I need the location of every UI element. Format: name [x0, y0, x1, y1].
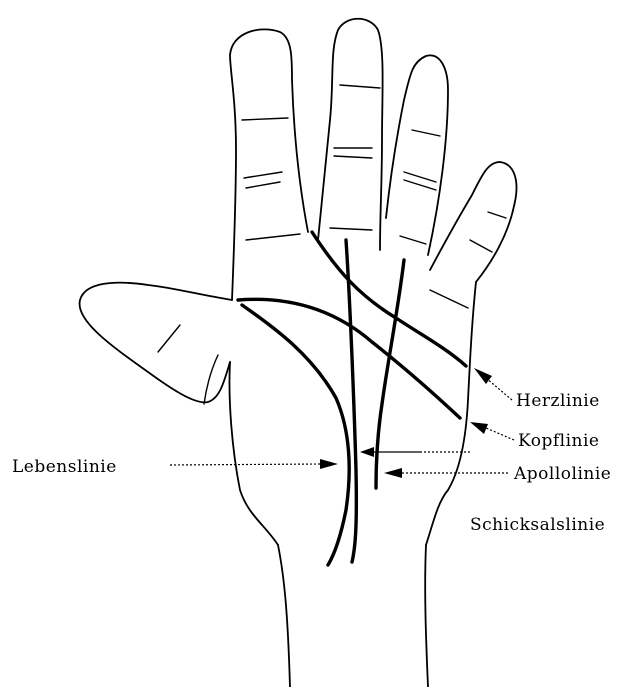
heart-line-label: Herzlinie	[516, 391, 600, 411]
thumb-crease	[158, 325, 180, 352]
fate-arrowhead	[360, 447, 374, 457]
heart-line	[312, 232, 466, 366]
sun-line	[376, 260, 404, 488]
middle-crease-4	[330, 228, 372, 230]
annotation-leaders	[170, 368, 514, 478]
middle-crease-1	[340, 85, 380, 88]
palm-crease-upper	[430, 290, 468, 308]
head-line-label: Kopflinie	[518, 431, 599, 451]
palm-lines	[238, 232, 466, 565]
life-line	[242, 305, 349, 565]
ring-crease-3	[404, 180, 436, 190]
little-crease-1	[488, 212, 506, 218]
ring-crease-4	[400, 236, 426, 244]
ring-finger-outline	[386, 55, 448, 255]
middle-finger-outline	[318, 19, 383, 250]
wrist-left	[278, 545, 290, 687]
index-crease-2	[244, 172, 282, 178]
ring-crease-2	[404, 172, 436, 182]
life-arrowhead	[320, 459, 338, 469]
life-line-label: Lebenslinie	[12, 457, 117, 477]
heart-arrowhead	[474, 368, 492, 384]
palm-outer-edge	[426, 282, 476, 545]
head-leader	[486, 428, 514, 440]
sun-line-label: Apollolinie	[513, 464, 611, 484]
wrist-right	[425, 545, 428, 687]
thumb-outline	[80, 283, 232, 403]
life-leader	[170, 464, 322, 465]
little-crease-2	[470, 240, 492, 252]
palm-inner-edge	[229, 362, 278, 545]
middle-crease-3	[334, 156, 372, 158]
labels: Herzlinie Kopflinie Lebenslinie Apolloli…	[12, 391, 611, 535]
fate-line-label: Schicksalslinie	[470, 515, 605, 535]
index-finger-outline	[230, 29, 308, 300]
ring-crease-1	[412, 130, 440, 136]
index-crease-1	[242, 118, 288, 120]
index-crease-3	[246, 182, 280, 188]
index-crease-4	[246, 234, 300, 240]
little-finger-outline	[430, 162, 516, 282]
heart-leader	[486, 378, 512, 400]
sun-arrowhead	[384, 468, 402, 478]
head-arrowhead	[470, 422, 488, 434]
